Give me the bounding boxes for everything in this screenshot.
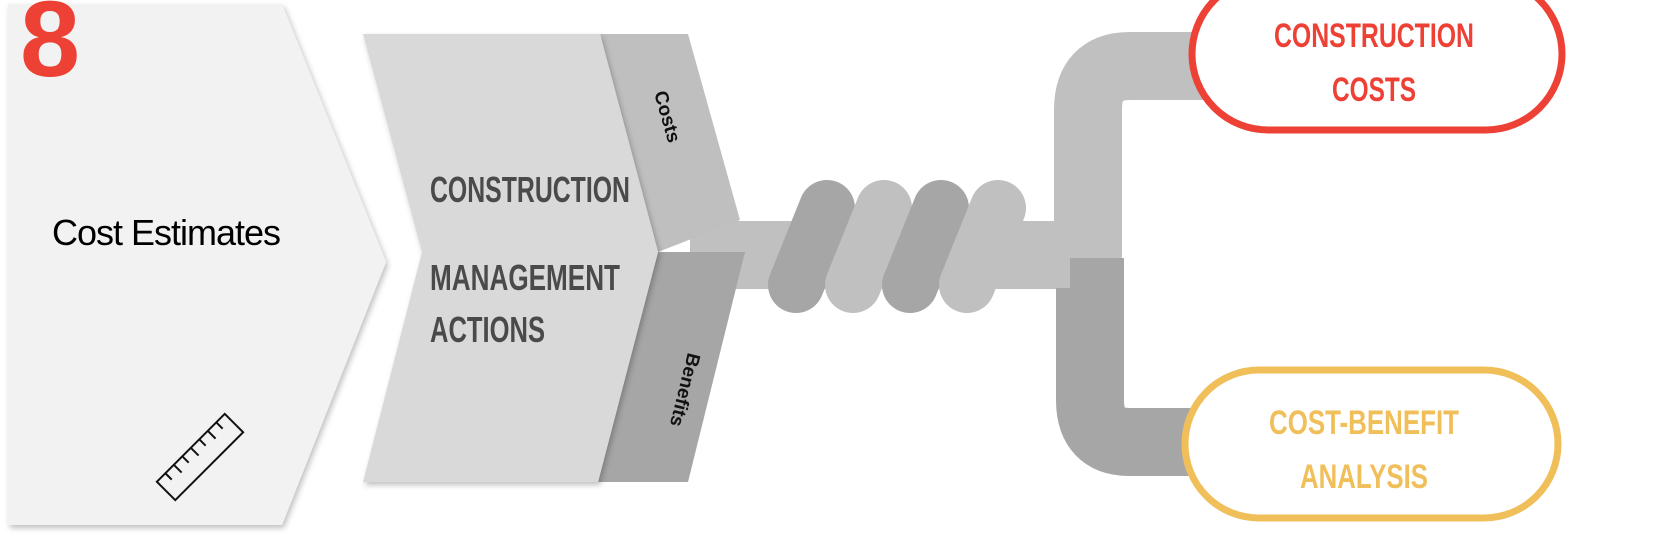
input-chevron — [8, 4, 386, 525]
process-line-2: MANAGEMENT — [430, 257, 620, 298]
output-construction-costs: CONSTRUCTION COSTS — [1188, 0, 1566, 134]
analysis-line-1: COST-BENEFIT — [1269, 404, 1459, 442]
costs-line-1: CONSTRUCTION — [1274, 17, 1474, 55]
tab-costs — [600, 34, 740, 252]
coil-4 — [939, 180, 1026, 313]
ruler-icon — [155, 412, 245, 502]
input-block: Cost Estimates — [8, 4, 386, 525]
process-line-3: ACTIONS — [430, 309, 545, 350]
pipe-to-costs — [690, 32, 1230, 289]
costs-pill — [1188, 0, 1566, 134]
process-chevron — [363, 34, 658, 482]
coil-1 — [768, 180, 855, 313]
tab-benefits — [598, 252, 745, 482]
process-line-1: CONSTRUCTION — [430, 169, 630, 210]
coil-3 — [882, 180, 969, 313]
coil-2 — [825, 180, 912, 313]
input-label: Cost Estimates — [52, 212, 280, 253]
analysis-line-2: ANALYSIS — [1300, 458, 1428, 496]
twist-coils — [768, 180, 1026, 313]
pipe-to-analysis — [1056, 258, 1230, 476]
costs-line-2: COSTS — [1332, 71, 1416, 109]
analysis-pill — [1181, 366, 1562, 522]
step-number: 8 — [20, 0, 80, 99]
output-cost-benefit-analysis: COST-BENEFIT ANALYSIS — [1181, 366, 1562, 522]
process-block: CONSTRUCTION MANAGEMENT ACTIONS Costs Be… — [363, 34, 745, 482]
